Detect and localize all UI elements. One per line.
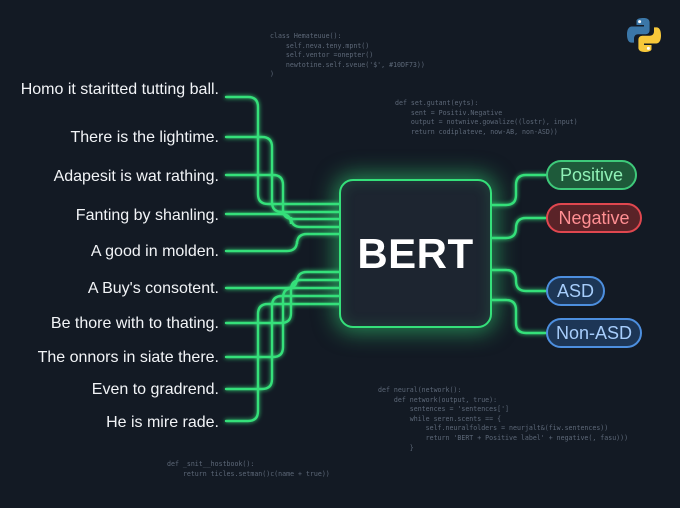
input-sentence-6: A Buy's consotent. (87, 280, 219, 297)
python-logo-icon (627, 18, 661, 52)
input-sentence-9: Even to gradrend. (91, 381, 219, 398)
input-connector-8 (224, 286, 341, 359)
bert-model-box: BERT (339, 179, 492, 328)
input-connector-7 (224, 278, 341, 325)
input-sentence-5: A good in molden. (90, 243, 219, 260)
code-snippet-1: class Hemateuue(): self.neva.teny.mpnt()… (270, 32, 425, 79)
input-sentence-7: Be thore with to thating. (50, 315, 219, 332)
input-connector-1 (224, 95, 341, 206)
output-connector-3 (490, 268, 548, 293)
input-connector-10 (224, 302, 341, 423)
output-connector-2 (490, 216, 548, 240)
input-connector-5 (224, 232, 341, 253)
code-snippet-3: def neural(network(): def network(output… (378, 386, 629, 452)
input-connector-4 (224, 212, 341, 229)
code-snippet-2: def set.gutant(eyts): sent = Positiv.Neg… (395, 99, 578, 136)
output-negative-badge: Negative (546, 203, 642, 233)
output-non-asd-badge: Non-ASD (546, 318, 642, 348)
output-positive-badge: Positive (546, 160, 637, 190)
bert-label: BERT (357, 229, 474, 277)
code-snippet-4: def _snit__hostbook(): return ticles.set… (167, 460, 330, 478)
input-connector-9 (224, 294, 341, 391)
input-sentence-2: There is the lightime. (70, 129, 219, 146)
input-sentence-8: The onnors in siate there. (37, 349, 219, 366)
input-sentence-3: Adapesit is wat rathing. (53, 168, 219, 185)
output-connector-1 (490, 173, 548, 207)
input-sentence-1: Homo it staritted tutting ball. (20, 81, 219, 98)
input-sentence-10: He is mire rade. (106, 414, 219, 431)
output-connector-4 (490, 298, 548, 335)
output-asd-badge: ASD (546, 276, 605, 306)
input-sentence-4: Fanting by shanling. (75, 207, 219, 224)
